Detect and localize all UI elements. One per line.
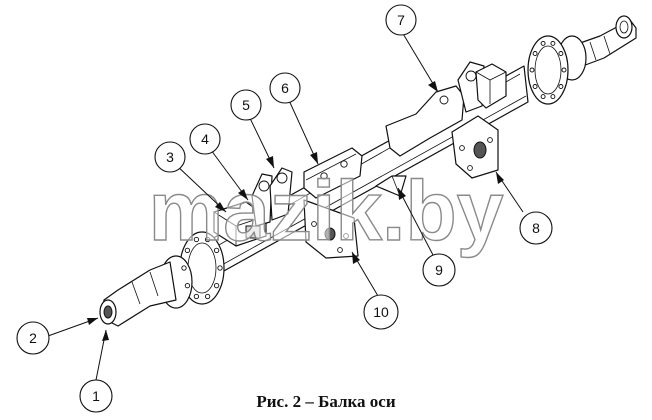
callout-5: 5 [230, 89, 262, 121]
bolt-hole [550, 94, 556, 100]
callout-6: 6 [269, 72, 301, 104]
callout-2: 2 [16, 321, 50, 355]
bolt-hole [532, 84, 538, 89]
callout-1: 1 [79, 379, 113, 413]
bolt-hole [558, 84, 564, 89]
bolt-hole [532, 51, 538, 56]
bolt-hole [540, 40, 546, 46]
bolt-hole [181, 265, 187, 271]
bolt-hole [561, 67, 567, 73]
bolt-hole [217, 265, 223, 271]
callout-9: 9 [422, 253, 456, 287]
plate-8 [451, 115, 499, 179]
bolt-hole [540, 94, 546, 100]
bolt-hole [213, 282, 220, 289]
bolt-hole [184, 247, 191, 254]
svg-text:1: 1 [92, 388, 100, 404]
bolt-hole [204, 236, 211, 243]
callout-4: 4 [189, 123, 221, 155]
bracket-6 [303, 147, 363, 199]
bolt-hole [529, 67, 535, 73]
bolt-hole [193, 293, 200, 300]
svg-text:3: 3 [166, 149, 174, 165]
bolt-hole [213, 247, 220, 254]
svg-text:8: 8 [532, 220, 540, 236]
svg-text:4: 4 [201, 131, 209, 147]
svg-text:2: 2 [29, 330, 37, 346]
plate-10 [303, 199, 359, 259]
bolt-hole [558, 51, 564, 56]
figure-caption: Рис. 2 – Балка оси [256, 392, 396, 411]
callout-leaders [47, 31, 524, 381]
callout-10: 10 [363, 294, 399, 330]
svg-text:7: 7 [397, 12, 405, 28]
callout-8: 8 [519, 211, 553, 245]
watermark-text: mazik.by [149, 164, 504, 258]
svg-text:10: 10 [373, 304, 389, 320]
bracket-left-block [213, 201, 267, 247]
left-spindle [99, 261, 177, 327]
bolt-hole [193, 236, 200, 243]
bracket-7 [385, 61, 507, 157]
svg-text:5: 5 [242, 97, 250, 113]
bolt-hole [184, 282, 191, 289]
right-hub [527, 35, 587, 105]
callout-7: 7 [385, 4, 417, 36]
callout-3: 3 [154, 141, 186, 173]
bolt-hole [204, 293, 211, 300]
bolt-hole [550, 40, 556, 46]
svg-text:6: 6 [281, 80, 289, 96]
bracket-lugs-5 [251, 167, 293, 227]
svg-text:9: 9 [435, 262, 443, 278]
